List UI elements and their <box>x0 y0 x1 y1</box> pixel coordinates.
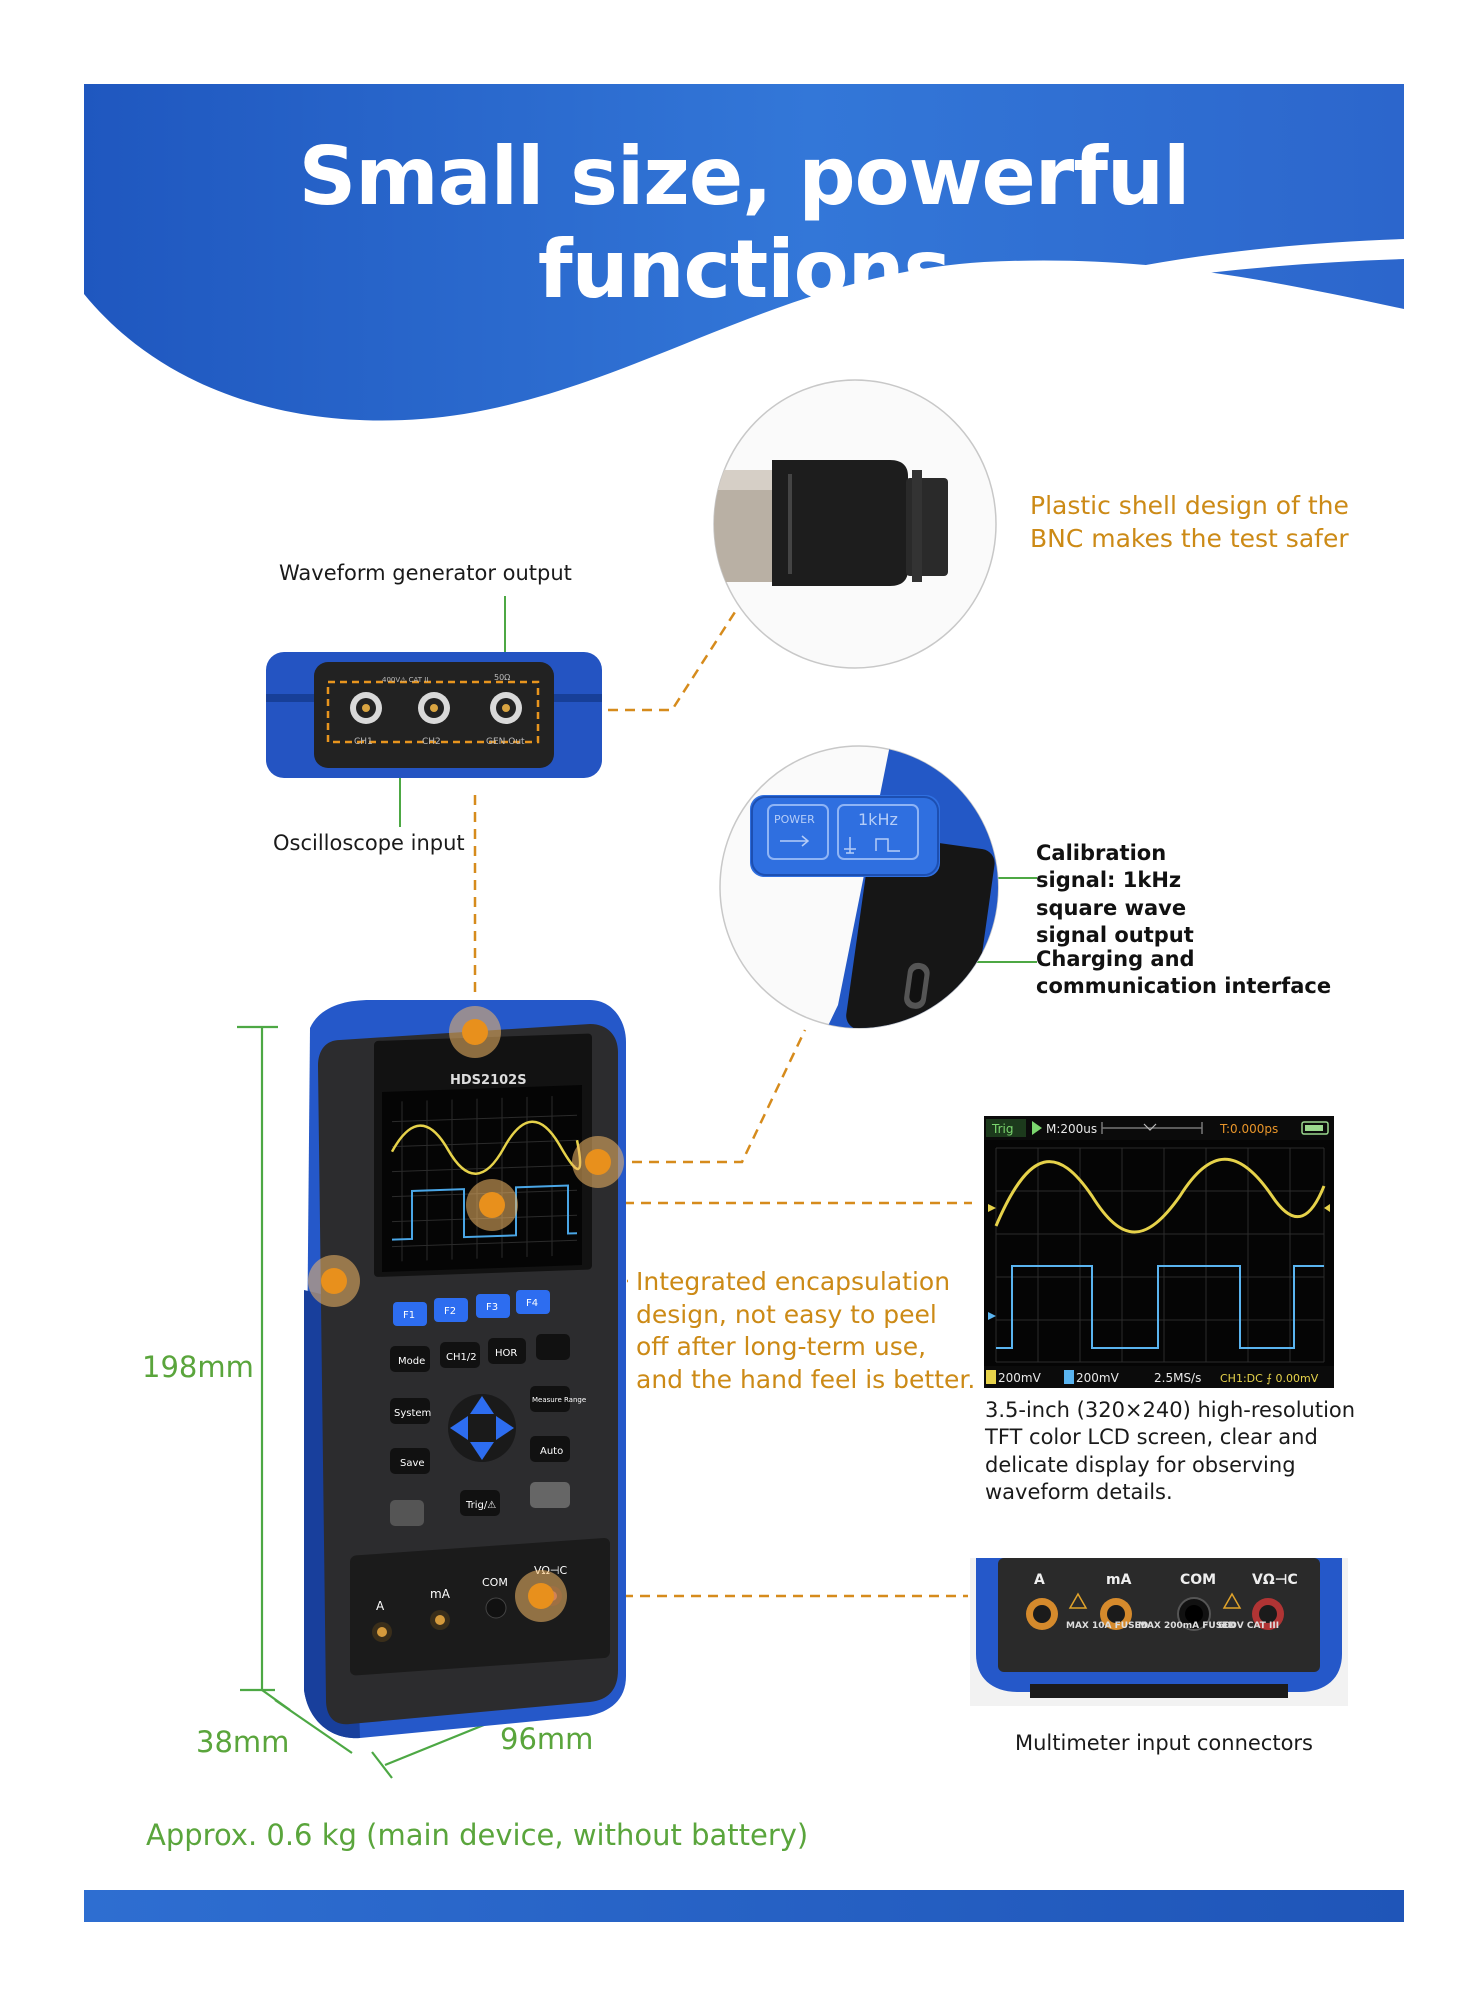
device-screen <box>382 1085 582 1272</box>
port-ohm-text: 50Ω <box>494 673 510 682</box>
multimeter-connectors-label: Multimeter input connectors <box>1015 1731 1313 1755</box>
bnc-ch2-icon <box>418 692 450 724</box>
key-measure-text: Measure Range <box>532 1396 586 1404</box>
run-icon <box>1032 1121 1042 1135</box>
control-keys <box>390 1334 570 1526</box>
battery-icon <box>1301 1121 1329 1135</box>
oscilloscope-device: HDS2102S F1 F2 F3 F4 Mode CH1/2 HOR <box>304 1000 626 1739</box>
bnc-zoom-circle <box>713 379 997 669</box>
ground-icon <box>844 837 856 854</box>
key-f2-text: F2 <box>444 1306 456 1317</box>
usb-icon <box>780 835 810 847</box>
calibration-signal-label: Calibration signal: 1kHz square wave sig… <box>1036 841 1194 947</box>
scope-trig-text: Trig <box>991 1122 1013 1136</box>
side-port-zoom-circle: POWER 1kHz <box>719 745 999 1029</box>
weight-note: Approx. 0.6 kg (main device, without bat… <box>146 1818 809 1852</box>
scope-ch2-scale-text: 200mV <box>1076 1371 1120 1385</box>
scope-sample-rate-text: 2.5MS/s <box>1154 1371 1201 1385</box>
device-port-com-text: COM <box>482 1576 508 1589</box>
port-ch2-text: CH2 <box>422 737 441 747</box>
oscilloscope-input-label: Oscilloscope input <box>273 831 465 855</box>
bnc-ch1-icon <box>350 692 382 724</box>
header-banner <box>84 84 1404 421</box>
key-f4-text: F4 <box>526 1298 538 1309</box>
top-port-view: CH1 CH2 GEN Out 400V⚠ CAT II 50Ω <box>266 652 602 778</box>
meter-a-rating-text: MAX 10A FUSED <box>1066 1621 1148 1631</box>
key-hor-text: HOR <box>495 1348 517 1359</box>
scope-screen-detail: Trig M:200us T:0.000ps 200mV 200mV 2.5MS… <box>984 1116 1334 1388</box>
key-f3-text: F3 <box>486 1302 498 1313</box>
page-title: Small size, powerful functions <box>298 130 1191 316</box>
meter-ma-rating-text: MAX 200mA FUSED <box>1138 1621 1236 1631</box>
scope-timebase-text: M:200us <box>1046 1122 1097 1136</box>
meter-jack-com-icon <box>1177 1597 1211 1631</box>
key-save-text: Save <box>400 1458 425 1469</box>
meter-jack-ma-icon <box>1100 1598 1132 1630</box>
device-port-ma-text: mA <box>430 1587 451 1601</box>
meter-jack-v-icon <box>1252 1598 1284 1630</box>
device-port-v-text: VΩ⊣C <box>534 1564 568 1577</box>
encapsulation-note: Integrated encapsulation design, not eas… <box>636 1267 976 1394</box>
meter-a-text: A <box>1034 1572 1045 1588</box>
warning-icon <box>1068 1592 1088 1609</box>
function-keys: F1 F2 F3 F4 <box>393 1290 550 1326</box>
meter-v-rating-text: 600V CAT III <box>1218 1621 1279 1631</box>
key-auto-text: Auto <box>540 1446 563 1457</box>
width-dimension: 96mm <box>500 1722 594 1756</box>
key-trig-text: Trig/⚠ <box>465 1500 496 1511</box>
warning-icon <box>1222 1592 1242 1609</box>
square-wave-icon <box>875 838 900 852</box>
bnc-note: Plastic shell design of the BNC makes th… <box>1030 491 1349 553</box>
scope-ch1-scale-text: 200mV <box>998 1371 1042 1385</box>
bnc-gen-out-icon <box>490 692 522 724</box>
device-meter-ports: A mA COM VΩ⊣C <box>350 1538 610 1676</box>
dpad-icon <box>448 1394 516 1462</box>
key-f1-text: F1 <box>403 1310 415 1321</box>
screen-note: 3.5-inch (320×240) high-resolution TFT c… <box>985 1398 1356 1504</box>
depth-dimension: 38mm <box>196 1725 290 1759</box>
charging-interface-label: Charging and communication interface <box>1036 947 1332 999</box>
device-port-a-text: A <box>376 1599 385 1613</box>
key-mode-text: Mode <box>398 1356 425 1367</box>
multimeter-panel: A mA COM VΩ⊣C MAX 10A FUSED MAX 200mA FU… <box>970 1558 1348 1706</box>
waveform-generator-label: Waveform generator output <box>279 561 572 585</box>
meter-com-text: COM <box>1180 1572 1216 1588</box>
meter-v-text: VΩ⊣C <box>1252 1572 1298 1588</box>
height-dimension: 198mm <box>142 1350 254 1384</box>
port-cat-text: 400V⚠ CAT II <box>382 676 428 684</box>
key-system-text: System <box>394 1408 431 1419</box>
footer-bar <box>84 1890 1404 1922</box>
port-ch1-text: CH1 <box>354 737 373 747</box>
scope-trigger-time-text: T:0.000ps <box>1219 1122 1278 1136</box>
port-gen-out-text: GEN Out <box>486 737 525 747</box>
scope-trigger-info-text: CH1:DC ⨍ 0.00mV <box>1220 1372 1319 1385</box>
key-ch12-text: CH1/2 <box>446 1352 477 1363</box>
meter-jack-a-icon <box>1026 1598 1058 1630</box>
meter-ma-text: mA <box>1106 1572 1132 1588</box>
freq-label-text: 1kHz <box>858 810 898 829</box>
device-model-text: HDS2102S <box>450 1073 527 1088</box>
power-label-text: POWER <box>774 813 815 826</box>
